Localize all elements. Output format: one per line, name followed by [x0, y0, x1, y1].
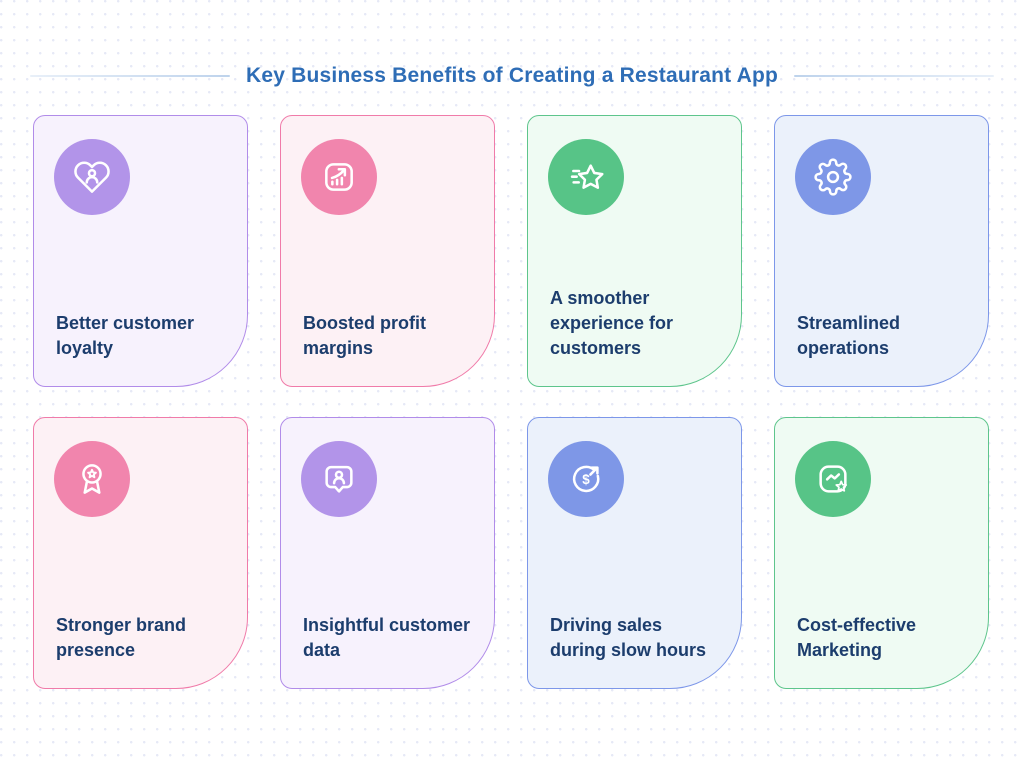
heart-user-icon [74, 161, 110, 193]
benefit-card-8: Cost-effective Marketing [774, 417, 989, 689]
icon-circle [301, 139, 377, 215]
award-ribbon-icon [82, 464, 102, 494]
benefit-card-5: Stronger brand presence [33, 417, 248, 689]
title-divider-right [794, 75, 995, 77]
benefit-card-6: Insightful customer data [280, 417, 495, 689]
card-label: Streamlined operations [797, 313, 901, 358]
card-label: Insightful customer data [303, 615, 471, 660]
svg-text:$: $ [582, 472, 590, 487]
chart-star-icon [819, 465, 848, 493]
icon-circle [548, 139, 624, 215]
card-label: Better customer loyalty [56, 313, 195, 358]
card-label: Cost-effective Marketing [797, 615, 917, 660]
benefit-card-2: Boosted profit margins [280, 115, 495, 387]
page-title: Key Business Benefits of Creating a Rest… [246, 64, 779, 87]
icon-circle [795, 441, 871, 517]
chart-growth-icon [325, 163, 353, 191]
benefit-card-1: Better customer loyalty [33, 115, 248, 387]
header: Key Business Benefits of Creating a Rest… [0, 0, 1024, 88]
user-badge-icon [325, 465, 353, 493]
benefit-card-3: A smoother experience for customers [527, 115, 742, 387]
cards-grid: Better customer loyalty Boosted profit m… [33, 115, 991, 689]
card-label: Stronger brand presence [56, 615, 187, 660]
gear-icon [814, 158, 852, 196]
benefit-card-7: $ Driving sales during slow hours [527, 417, 742, 689]
card-label: Boosted profit margins [303, 313, 426, 358]
icon-circle [795, 139, 871, 215]
icon-circle: $ [548, 441, 624, 517]
shooting-star-icon [570, 164, 604, 189]
title-divider-left [30, 75, 230, 77]
icon-circle [54, 441, 130, 517]
benefit-card-4: Streamlined operations [774, 115, 989, 387]
icon-circle [301, 441, 377, 517]
card-label: A smoother experience for customers [550, 288, 674, 358]
icon-circle [54, 139, 130, 215]
dollar-cycle-icon: $ [572, 465, 600, 493]
card-label: Driving sales during slow hours [550, 615, 706, 660]
